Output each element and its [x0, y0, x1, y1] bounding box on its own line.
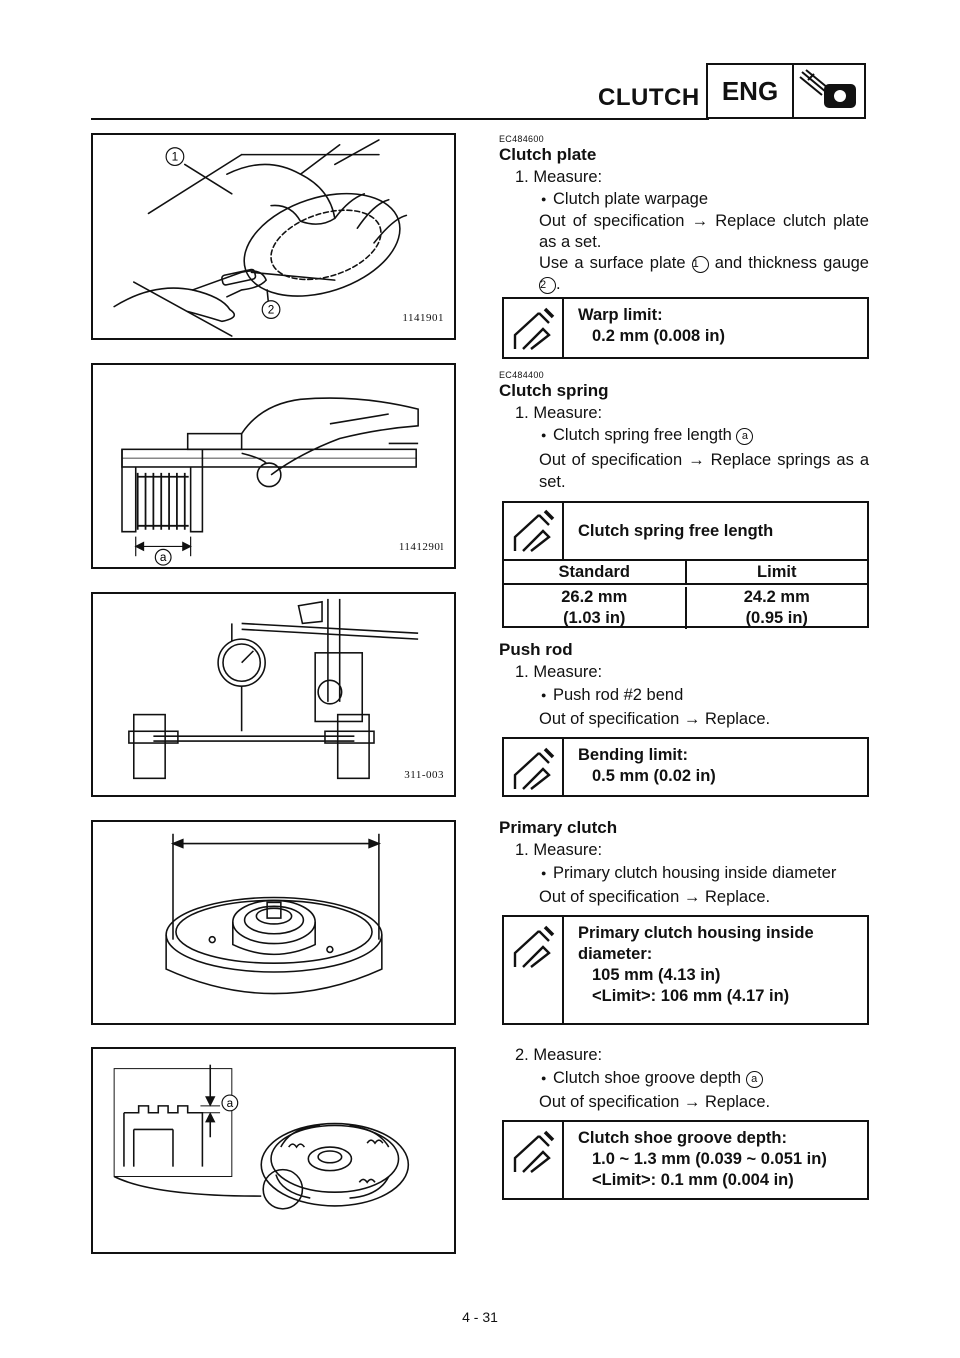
figure-clutch-plate: 1 2 1141901: [91, 133, 456, 340]
figure-push-rod: 311-003: [91, 592, 456, 797]
bullet-item: Clutch shoe groove depth a: [499, 1068, 869, 1089]
instruction-tools: Use a surface plate 1 and thickness gaug…: [539, 254, 869, 294]
section-push-rod: Push rod 1. Measure: Push rod #2 bend Ou…: [499, 639, 869, 730]
figure-code: 1141901: [402, 312, 444, 324]
figure-clutch-shoe: a: [91, 1047, 456, 1254]
bullet-item: Clutch spring free length a: [499, 425, 869, 446]
spec-label: Clutch shoe groove depth:: [578, 1129, 788, 1147]
spec-value: 1.0 ~ 1.3 mm (0.039 ~ 0.051 in): [592, 1150, 827, 1168]
caliper-icon: [504, 1122, 564, 1198]
spec-label-cont: diameter:: [578, 945, 653, 963]
spec-table-spring-length: Clutch spring free length Standard Limit…: [502, 501, 869, 629]
eng-badge: ENG: [706, 63, 866, 119]
section-code: EC484600: [499, 134, 544, 144]
callout-1: 1: [172, 150, 179, 163]
ref-circle-a: a: [736, 428, 754, 445]
step: 2. Measure:: [515, 1046, 603, 1064]
figure-code: 311-003: [404, 769, 444, 781]
caliper-spring-illustration: a: [121, 397, 419, 566]
spec-value: 0.5 mm (0.02 in): [592, 767, 716, 785]
page-number: 4 - 31: [462, 1309, 498, 1325]
spec-value: 0.2 mm (0.008 in): [592, 327, 725, 345]
section-primary-clutch: Primary clutch 1. Measure: Primary clutc…: [499, 817, 869, 908]
section-heading: Clutch plate: [499, 145, 597, 164]
clutch-housing-illustration: [165, 833, 383, 995]
ref-circle-2: 2: [539, 277, 556, 294]
step: 1. Measure:: [515, 841, 603, 859]
spec-box-groove-depth: Clutch shoe groove depth: 1.0 ~ 1.3 mm (…: [502, 1120, 869, 1200]
spec-box-housing-diameter: Primary clutch housing inside diameter: …: [502, 915, 869, 1025]
bullet-item: Clutch plate warpage: [499, 189, 869, 210]
section-clutch-plate: EC484600 Clutch plate 1. Measure: Clutch…: [499, 134, 869, 295]
section-title: CLUTCH: [598, 84, 700, 111]
caliper-icon: [504, 299, 564, 357]
spec-label: Warp limit:: [578, 306, 663, 324]
spec-limit: <Limit>: 106 mm (4.17 in): [592, 987, 790, 1005]
table-title: Clutch spring free length: [578, 521, 774, 540]
section-heading: Push rod: [499, 640, 573, 659]
spec-value: 105 mm (4.13 in): [592, 966, 721, 984]
spec-label: Bending limit:: [578, 746, 688, 764]
section-code: EC484400: [499, 370, 544, 380]
spec-box-bending-limit: Bending limit: 0.5 mm (0.02 in): [502, 737, 869, 797]
instruction: Out of specification → Replace.: [539, 888, 771, 906]
table-cell-limit: 24.2 mm(0.95 in): [684, 587, 868, 629]
figure-primary-clutch: [91, 820, 456, 1025]
instruction: Out of specification → Replace.: [539, 710, 771, 728]
caliper-icon: [504, 917, 564, 1023]
spec-box-warp-limit: Warp limit: 0.2 mm (0.008 in): [502, 297, 869, 359]
instruction: Out of specification → Replace clutch pl…: [539, 212, 869, 251]
step: 1. Measure:: [515, 404, 603, 422]
bullet-item: Push rod #2 bend: [499, 685, 869, 706]
column-header-standard: Standard: [558, 563, 630, 581]
column-header-limit: Limit: [684, 561, 868, 583]
eng-label: ENG: [708, 65, 794, 117]
step: 1. Measure:: [515, 168, 603, 186]
dial-gauge-illustration: [128, 598, 419, 780]
caliper-icon: [504, 739, 564, 795]
spec-label: Primary clutch housing inside: [578, 924, 814, 942]
engine-wrench-icon: [794, 65, 864, 117]
callout-a: a: [160, 551, 167, 564]
clutch-shoe-illustration: a: [113, 1064, 410, 1210]
bullet-item: Primary clutch housing inside diameter: [499, 863, 869, 884]
caliper-icon: [504, 503, 564, 559]
figure-code: 1141290l: [398, 541, 444, 553]
section-heading: Primary clutch: [499, 818, 618, 837]
header-rule: [91, 118, 709, 120]
ref-circle-a: a: [745, 1071, 763, 1088]
section-heading: Clutch spring: [499, 381, 609, 400]
ref-circle-1: 1: [691, 256, 709, 273]
section-clutch-shoe: 2. Measure: Clutch shoe groove depth a O…: [499, 1045, 869, 1113]
step: 1. Measure:: [515, 663, 603, 681]
callout-a: a: [227, 1097, 234, 1110]
figure-clutch-spring: a 1141290l: [91, 363, 456, 569]
instruction: Out of specification → Replace.: [539, 1093, 771, 1111]
callout-2: 2: [268, 303, 275, 316]
instruction: Out of specification → Replace springs a…: [539, 451, 869, 491]
clutch-plate-illustration: 1 2: [113, 139, 408, 337]
table-cell-standard: 26.2 mm(1.03 in): [561, 588, 628, 627]
section-clutch-spring: EC484400 Clutch spring 1. Measure: Clutc…: [499, 370, 869, 493]
spec-limit: <Limit>: 0.1 mm (0.004 in): [592, 1171, 794, 1189]
